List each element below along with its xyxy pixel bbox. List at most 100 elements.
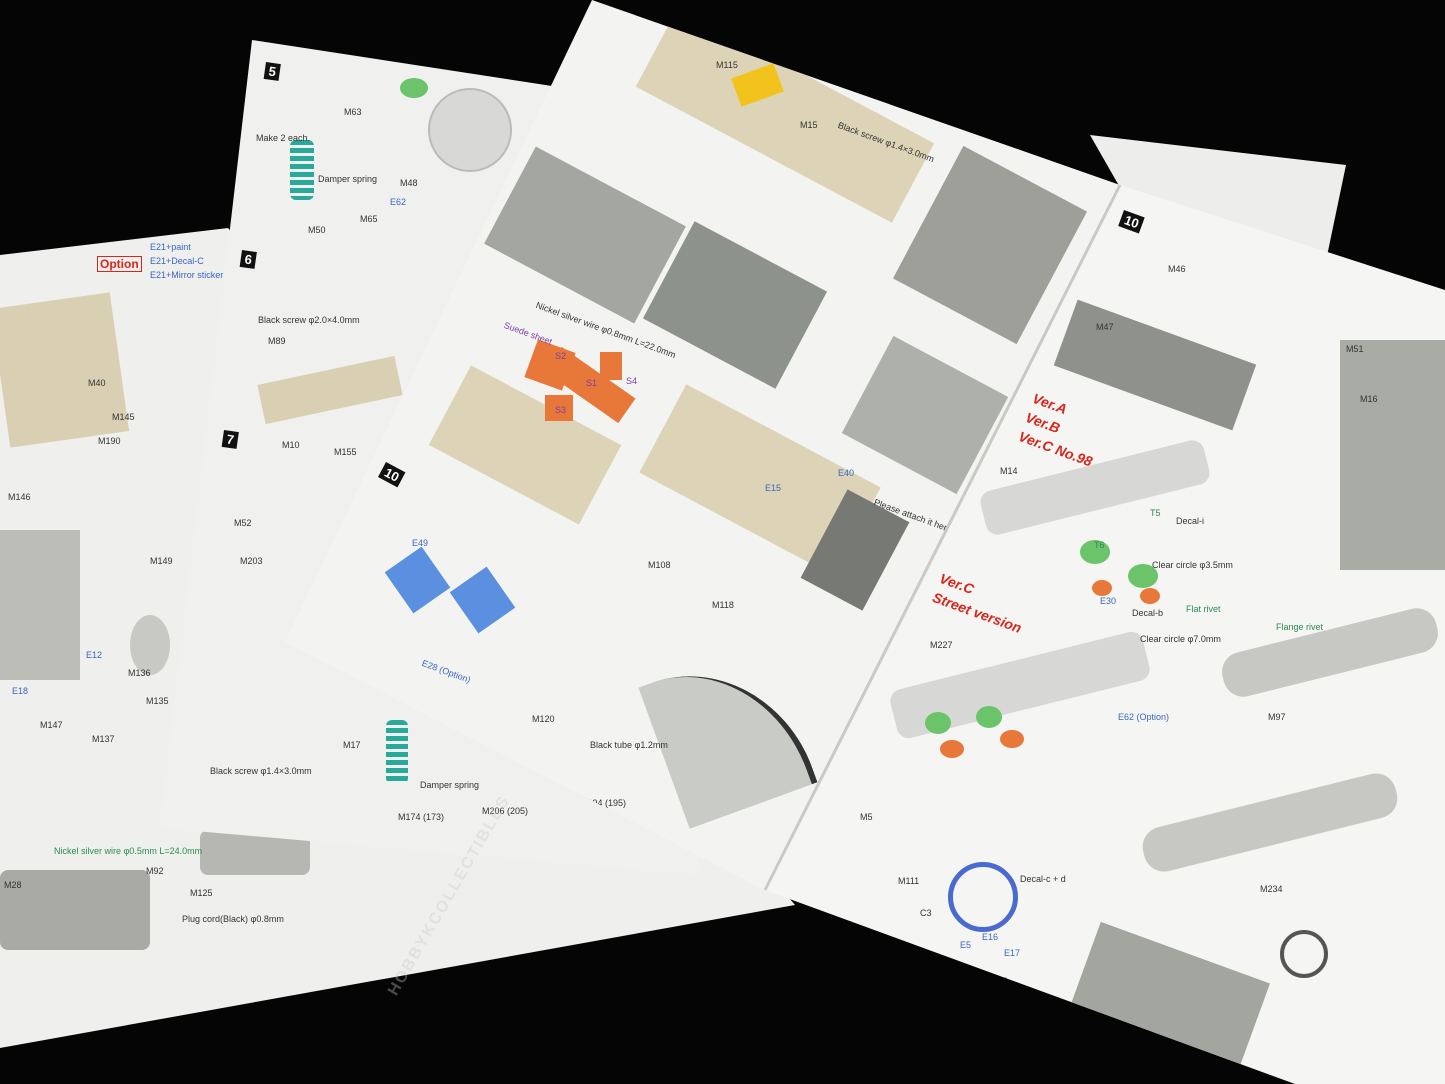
part-label: Decal-i [1176, 516, 1205, 526]
option-item: E21+Mirror sticker [150, 270, 224, 280]
gauge-lens [976, 706, 1002, 728]
damper-spring [290, 140, 314, 200]
part-label: E5 [960, 940, 972, 950]
part-label: E30 [1100, 596, 1117, 606]
part-label: E17 [1004, 948, 1021, 958]
part-label: M203 [240, 556, 263, 566]
part-label: Damper spring [318, 174, 378, 184]
gearbox-part [0, 530, 80, 680]
wheel-part [130, 615, 170, 675]
suede-sheet-s4 [600, 352, 622, 380]
part-label: Nickel silver wire φ0.5mm L=24.0mm [54, 846, 203, 856]
green-part [400, 78, 428, 98]
part-label: M48 [400, 178, 418, 188]
part-label: M115 [716, 60, 738, 70]
part-label: M89 [268, 336, 286, 346]
gauge-decal [1000, 730, 1024, 748]
part-label: M10 [282, 440, 300, 450]
part-label: E62 [390, 197, 407, 207]
part-label: M227 [930, 640, 953, 650]
gauge-lens [1128, 564, 1158, 588]
part-label: M51 [1346, 344, 1364, 354]
part-label: M97 [1268, 712, 1286, 722]
part-label: Flange rivet [1276, 622, 1324, 632]
part-label: M190 [98, 436, 121, 446]
part-label: M28 [4, 880, 22, 890]
part-label: M46 [1168, 264, 1186, 274]
part-label: Black tube φ1.2mm [590, 740, 668, 750]
part-label: Flat rivet [1186, 604, 1221, 614]
part-label: M146 [8, 492, 31, 502]
part-label: S2 [555, 351, 567, 361]
part-label: E49 [412, 538, 429, 548]
part-label: M15 [800, 120, 818, 130]
gauge-lens [1080, 540, 1110, 564]
part-label: M136 [128, 668, 151, 678]
part-label: M234 [1260, 884, 1283, 894]
part-label: E18 [12, 686, 29, 696]
gauge-lens [925, 712, 951, 734]
gauge-decal [1092, 580, 1112, 596]
suede-sheet-s3 [545, 395, 573, 421]
part-label: M147 [40, 720, 63, 730]
option-title: Option [97, 256, 142, 272]
part-label: Clear circle φ3.5mm [1152, 560, 1233, 570]
part-label: E62 (Option) [1118, 712, 1170, 722]
part-label: M155 [334, 447, 357, 457]
part-label: M118 [712, 600, 734, 610]
gauge-decal [940, 740, 964, 758]
part-label: M50 [308, 225, 326, 235]
part-label: Make 2 each. [256, 133, 311, 143]
engine-detail [1340, 340, 1445, 570]
part-label: M17 [343, 740, 361, 750]
part-label: S3 [555, 405, 567, 415]
part-label: E40 [838, 468, 855, 478]
option-item: E21+paint [150, 242, 191, 252]
part-label: E12 [86, 650, 103, 660]
part-label: Clear circle φ7.0mm [1140, 634, 1221, 644]
part-label: M149 [150, 556, 173, 566]
steering-wheel [948, 862, 1018, 932]
part-label: M5 [860, 812, 873, 822]
part-label: S1 [586, 378, 598, 388]
fuel-tank-part [0, 870, 150, 950]
part-label: M52 [234, 518, 252, 528]
part-label: M14 [1000, 466, 1018, 476]
part-label: M111 [898, 876, 920, 886]
part-label: M174 (173) [398, 812, 445, 822]
part-label: Damper spring [420, 780, 480, 790]
part-label: M135 [146, 696, 169, 706]
steering-wheel [1280, 930, 1328, 978]
option-item: E21+Decal-C [150, 256, 204, 266]
damper-spring [386, 720, 408, 784]
part-label: M40 [88, 378, 106, 388]
part-label: M145 [112, 412, 135, 422]
part-label: M194 (195) [580, 798, 627, 808]
part-label: M137 [92, 734, 115, 744]
part-label: Black screw φ2.0×4.0mm [258, 315, 360, 325]
part-label: C3 [920, 908, 932, 918]
part-label: S4 [626, 376, 638, 386]
part-label: E15 [765, 483, 782, 493]
part-label: Black screw φ1.4×3.0mm [210, 766, 312, 776]
part-label: Plug cord(Black) φ0.8mm [182, 914, 284, 924]
part-label: M125 [190, 888, 213, 898]
part-label: M92 [146, 866, 164, 876]
part-label: T6 [1094, 540, 1105, 550]
part-label: Decal-b [1132, 608, 1164, 618]
part-label: E16 [982, 932, 999, 942]
part-label: M63 [344, 107, 362, 117]
part-label: M65 [360, 214, 378, 224]
part-label: M47 [1096, 322, 1114, 332]
gauge-decal [1140, 588, 1160, 604]
part-label: Decal-c + d [1020, 874, 1066, 884]
part-label: M206 (205) [482, 806, 529, 816]
part-label: M16 [1360, 394, 1378, 404]
brake-disc [428, 88, 512, 172]
part-label: M108 [648, 560, 671, 570]
part-label: T5 [1150, 508, 1161, 518]
part-label: M120 [532, 714, 555, 724]
